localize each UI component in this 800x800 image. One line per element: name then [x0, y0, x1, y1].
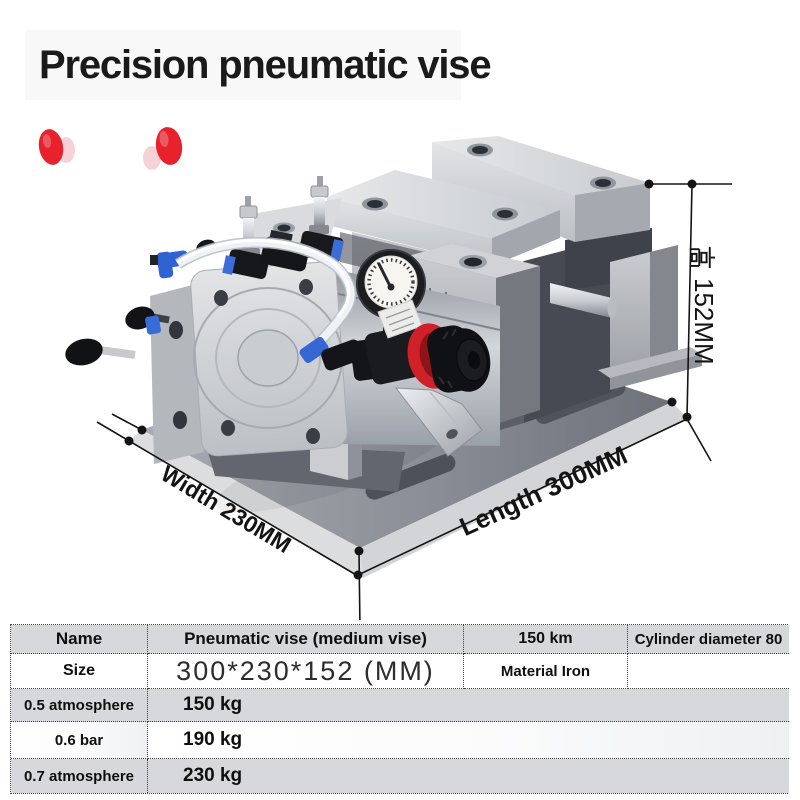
spec-stroke-value: 150 km — [464, 625, 628, 654]
spec-pressure-07-force: 230 kg — [148, 759, 789, 793]
vise-illustration — [65, 136, 702, 578]
hand-knobs — [65, 239, 216, 366]
spec-pressure-06-force: 190 kg — [148, 722, 789, 759]
spec-size-label: Size — [11, 654, 148, 689]
piston-rod — [550, 283, 617, 318]
mounting-bracket — [394, 387, 483, 457]
spec-name-value: Pneumatic vise (medium vise) — [148, 625, 464, 654]
spec-material: Material Iron — [464, 654, 628, 689]
red-pin-icons — [38, 127, 183, 170]
spec-cylinder-diameter: Cylinder diameter 80 — [628, 625, 789, 654]
spec-pressure-05-force: 150 kg — [148, 689, 789, 722]
product-title: Precision pneumatic vise — [39, 43, 492, 87]
push-fittings — [145, 176, 344, 335]
spec-pressure-05-label: 0.5 atmosphere — [11, 689, 148, 722]
spec-name-label: Name — [11, 625, 148, 654]
slide-column — [565, 228, 702, 390]
air-tube — [175, 237, 380, 381]
spec-table: Name Pneumatic vise (medium vise) 150 km… — [10, 624, 789, 794]
pressure-gauge — [356, 249, 426, 334]
top-clamp-block-center — [327, 170, 560, 266]
pressure-regulator — [364, 299, 491, 393]
height-dimension-label: 152MM — [689, 247, 719, 365]
spec-empty-cell — [628, 654, 789, 689]
title-banner: Precision pneumatic vise — [25, 30, 492, 100]
product-photo: Width 230MM Length 300MM 152MM — [38, 127, 732, 620]
dimension-length — [357, 418, 712, 576]
height-dimension-value: 152MM — [689, 278, 719, 365]
spec-pressure-07-label: 0.7 atmosphere — [11, 759, 148, 793]
dimension-width — [96, 413, 364, 620]
height-cjk-glyph — [689, 247, 715, 269]
spec-size-value: 300*230*152 (MM) — [148, 654, 464, 689]
spec-pressure-06-label: 0.6 bar — [11, 722, 148, 759]
